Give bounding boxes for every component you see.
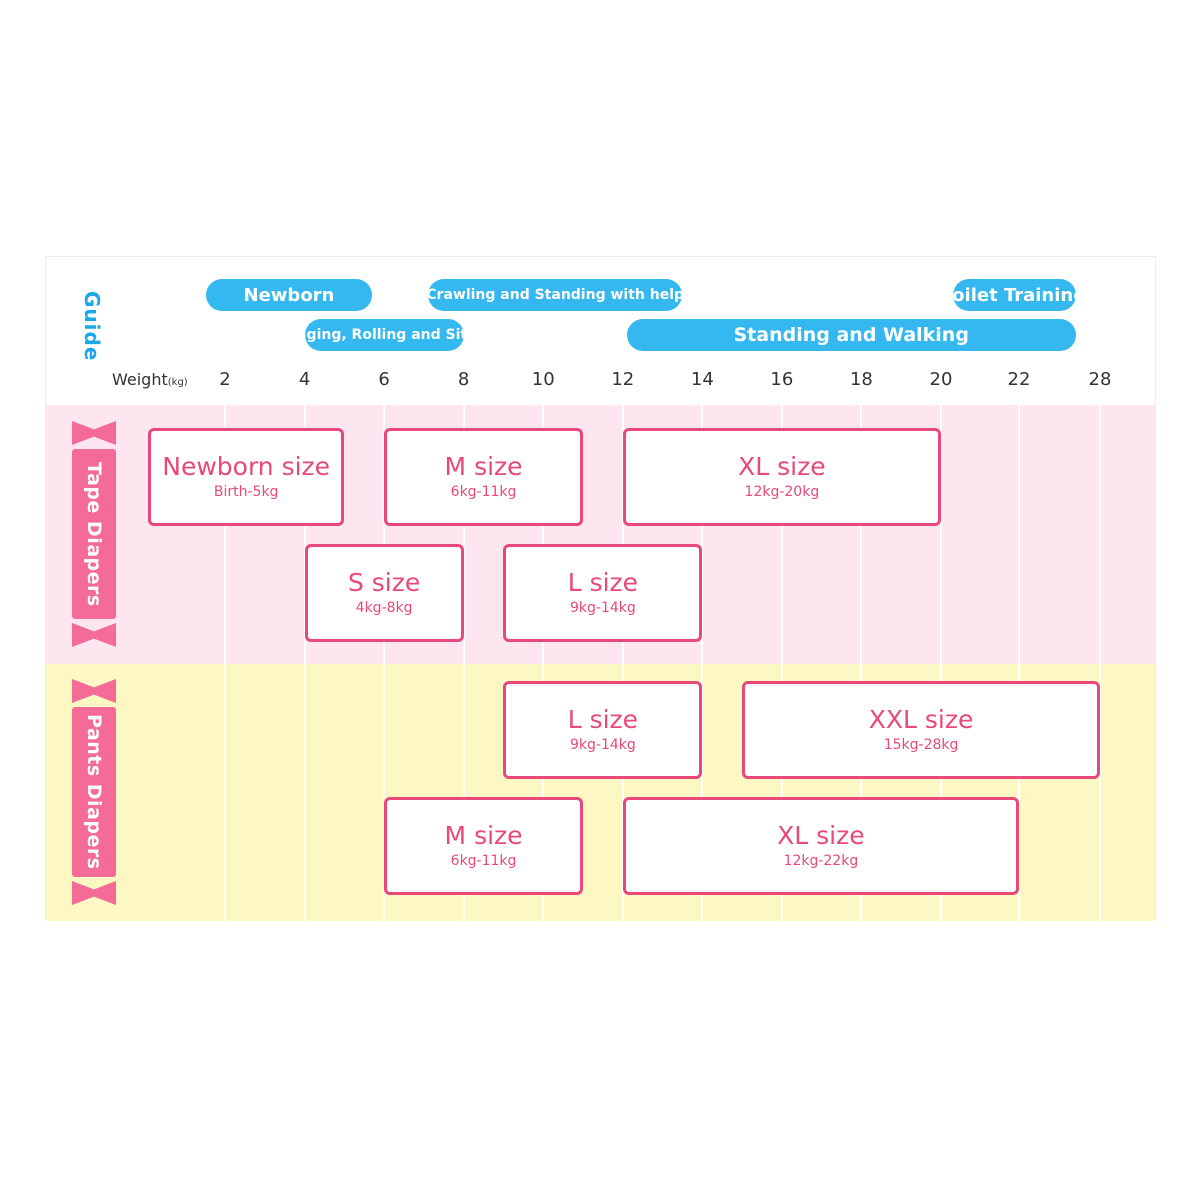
weight-axis-title: Weight	[112, 370, 168, 389]
size-name: M size	[444, 452, 523, 481]
size-name: XL size	[777, 821, 865, 850]
gridline	[621, 405, 624, 921]
guide-title: Guide	[80, 291, 104, 362]
weight-tick-22: 22	[1007, 369, 1031, 390]
tape-xl-size-box: XL size 12kg-20kg	[622, 428, 941, 526]
size-range: Birth-5kg	[213, 484, 279, 500]
weight-tick-16: 16	[770, 369, 794, 390]
weight-tick-10: 10	[531, 369, 555, 390]
stage-crawling-and-standing-with-help: Crawling and Standing with help	[427, 279, 683, 311]
size-range: 12kg-20kg	[744, 484, 820, 500]
tape-m-size-box: M size 6kg-11kg	[384, 428, 583, 526]
weight-axis-unit: (kg)	[167, 377, 188, 388]
tape-l-size-box: L size 9kg-14kg	[503, 544, 703, 642]
tape-diapers-title: Tape Diapers	[83, 461, 105, 607]
tape-s-size-box: S size 4kg-8kg	[304, 544, 464, 642]
gridline	[1099, 405, 1101, 921]
weight-tick-8: 8	[457, 369, 470, 390]
gridline	[701, 405, 704, 921]
weight-tick-12: 12	[611, 369, 635, 390]
tape-diapers-ribbon: Tape Diapers	[72, 449, 116, 619]
gridline	[780, 405, 783, 921]
diaper-size-chart: Guide Newborn Crawling and Standing with …	[45, 256, 1156, 921]
size-name: XL size	[738, 452, 826, 481]
size-name: M size	[444, 821, 523, 850]
weight-tick-4: 4	[298, 369, 311, 390]
size-range: 12kg-22kg	[783, 853, 859, 869]
gridline	[383, 405, 386, 921]
weight-tick-18: 18	[849, 369, 873, 390]
gridline	[303, 405, 306, 921]
gridline	[940, 405, 942, 921]
weight-tick-2: 2	[219, 369, 231, 390]
pants-diapers-ribbon: Pants Diapers	[72, 707, 116, 877]
size-name: L size	[567, 705, 639, 734]
size-range: 15kg-28kg	[883, 737, 959, 753]
gridline	[224, 405, 226, 921]
size-name: S size	[347, 568, 421, 597]
gridline	[860, 405, 863, 921]
size-range: 9kg-14kg	[569, 600, 636, 616]
pants-diapers-title: Pants Diapers	[83, 714, 105, 870]
pants-xxl-size-box: XXL size 15kg-28kg	[742, 681, 1100, 779]
stage-standing-and-walking: Standing and Walking	[626, 319, 1076, 351]
pants-l-size-box: L size 9kg-14kg	[503, 681, 703, 779]
gridline	[462, 405, 465, 921]
size-name: L size	[567, 568, 639, 597]
stage-newborn: Newborn	[205, 279, 373, 311]
weight-tick-6: 6	[378, 369, 390, 390]
gridline	[1018, 405, 1020, 921]
size-name: Newborn size	[162, 452, 331, 481]
pants-m-size-box: M size 6kg-11kg	[384, 797, 583, 895]
size-range: 9kg-14kg	[569, 737, 636, 753]
gridline	[542, 405, 545, 921]
weight-tick-28: 28	[1088, 369, 1112, 390]
weight-tick-14: 14	[690, 369, 714, 390]
size-name: XXL size	[868, 705, 974, 734]
weight-axis-label: Weight(kg)	[112, 370, 188, 389]
weight-tick-20: 20	[929, 369, 953, 390]
size-range: 4kg-8kg	[355, 600, 413, 616]
stage-wrigging-rolling-and-sitting: Wrigging, Rolling and Sitting	[304, 319, 464, 351]
size-range: 6kg-11kg	[450, 484, 517, 500]
pants-xl-size-box: XL size 12kg-22kg	[622, 797, 1019, 895]
size-range: 6kg-11kg	[450, 853, 517, 869]
